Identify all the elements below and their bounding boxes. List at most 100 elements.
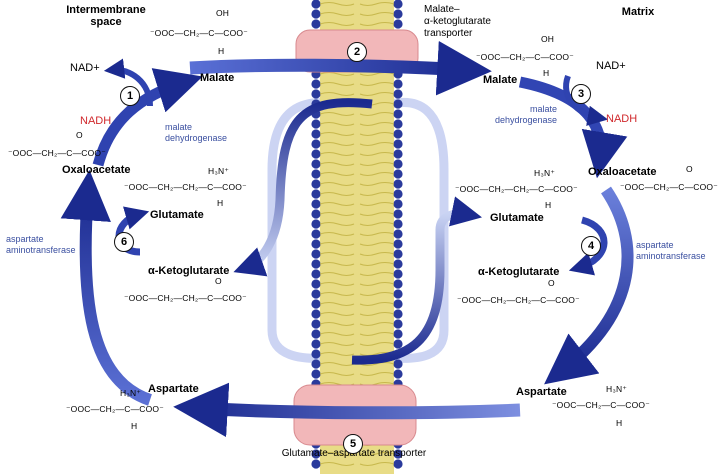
aspartate-aminotransferase-ims-label: aspartate aminotransferase (6, 234, 76, 255)
lipid-head (393, 259, 403, 269)
lipid-tail (319, 292, 355, 296)
lipid-tail (359, 242, 395, 246)
lipid-head (393, 9, 403, 19)
lipid-tail (319, 92, 355, 96)
asp-ims-n: H₃N⁺ (120, 388, 142, 398)
oxaloacetate-ims-label: Oxaloacetate (62, 164, 131, 176)
arrow-nad-left (103, 58, 153, 107)
matrix-heading: Matrix (621, 6, 655, 18)
lipid-head (311, 79, 321, 89)
lipid-tail (359, 462, 395, 466)
lipid-head (393, 279, 403, 289)
lipid-tail (359, 122, 395, 126)
lipid-tail (319, 172, 355, 176)
lipid-tail (359, 222, 395, 226)
lipid-tail (319, 352, 355, 356)
lipid-head (393, 139, 403, 149)
lipid-head (311, 239, 321, 249)
oxaloacetate-matrix-label: Oxaloacetate (588, 166, 657, 178)
lipid-head (311, 9, 321, 19)
lipid-tail (319, 342, 355, 346)
lipid-tail (319, 152, 355, 156)
lipid-head (311, 129, 321, 139)
lipid-head (311, 459, 321, 469)
lipid-tail (359, 292, 395, 296)
lipid-head (311, 119, 321, 129)
lipid-head (311, 289, 321, 299)
lipid-tail (319, 332, 355, 336)
inner-arc-right (376, 98, 449, 363)
lipid-head (311, 369, 321, 379)
lipid-head (311, 139, 321, 149)
lipid-tail (359, 262, 395, 266)
akg-ims-structure: ⁻OOC—CH₂—CH₂—C—COO⁻ (124, 293, 247, 303)
lipid-tail (359, 272, 395, 276)
lipid-head (311, 189, 321, 199)
aspartate-matrix-label: Aspartate (516, 386, 567, 398)
glutamate-ims-label: Glutamate (150, 209, 204, 221)
lipid-head (311, 159, 321, 169)
lipid-head (393, 159, 403, 169)
step-6-badge: 6 (114, 232, 134, 252)
lipid-tail (359, 192, 395, 196)
akg-ims-label: α-Ketoglutarate (148, 265, 230, 277)
lipid-tail (359, 172, 395, 176)
lipid-head (311, 149, 321, 159)
lipid-tail (359, 282, 395, 286)
lipid-head (311, 199, 321, 209)
lipid-tail (319, 252, 355, 256)
lipid-head (393, 459, 403, 469)
arrow-asp-to-oaa-ims (60, 169, 153, 406)
malate-ims-structure: ⁻OOC—CH₂—C—COO⁻ (150, 28, 248, 38)
lipid-head (311, 89, 321, 99)
lipid-tail (359, 232, 395, 236)
glu-matrix-structure: ⁻OOC—CH₂—CH₂—C—COO⁻ (455, 184, 578, 194)
lipid-head (311, 259, 321, 269)
intermembrane-space-heading: Intermembrane space (66, 4, 146, 28)
arrow-akg-export (233, 98, 373, 277)
lipid-tail (359, 162, 395, 166)
lipid-tail (319, 362, 355, 366)
lipid-tail (319, 222, 355, 226)
malate-ims-label: Malate (200, 72, 235, 84)
lipid-head (393, 0, 403, 9)
aspartate-aminotransferase-matrix-label: aspartate aminotransferase (636, 240, 706, 261)
lipid-head (311, 169, 321, 179)
lipid-tail (319, 162, 355, 166)
lipid-head (311, 349, 321, 359)
glu-matrix-n: H₃N⁺ (534, 168, 556, 178)
malate-ims-h: H (218, 46, 225, 56)
glu-ims-h: H (217, 198, 224, 208)
glu-ims-n: H₃N⁺ (208, 166, 230, 176)
lipid-head (393, 189, 403, 199)
lipid-head (311, 229, 321, 239)
akg-matrix-label: α-Ketoglutarate (478, 266, 560, 278)
lipid-tail (359, 92, 395, 96)
lipid-head (311, 329, 321, 339)
glutamate-matrix-label: Glutamate (490, 212, 544, 224)
lipid-head (311, 0, 321, 9)
lipid-tail (359, 2, 395, 6)
lipid-tail (319, 192, 355, 196)
lipid-tail (359, 142, 395, 146)
lipid-tail (319, 202, 355, 206)
aspartate-ims-label: Aspartate (148, 383, 199, 395)
lipid-tail (359, 182, 395, 186)
lipid-tail (319, 372, 355, 376)
lipid-tail (359, 132, 395, 136)
nad-right: NAD+ (596, 60, 626, 72)
akg-matrix-structure: ⁻OOC—CH₂—CH₂—C—COO⁻ (457, 295, 580, 305)
malate-akg-transporter-label: Malate– α-ketoglutarate transporter (424, 4, 491, 39)
malate-dehydrogenase-matrix-label: malate dehydrogenase (495, 104, 558, 125)
lipid-tail (319, 232, 355, 236)
lipid-head (311, 319, 321, 329)
lipid-tail (359, 202, 395, 206)
glu-ims-structure: ⁻OOC—CH₂—CH₂—C—COO⁻ (124, 182, 247, 192)
lipid-head (311, 449, 321, 459)
lipid-tail (319, 22, 355, 26)
step-1-badge: 1 (120, 86, 140, 106)
malate-matrix-oh: OH (541, 34, 555, 44)
lipid-tail (359, 12, 395, 16)
lipid-head (393, 329, 403, 339)
